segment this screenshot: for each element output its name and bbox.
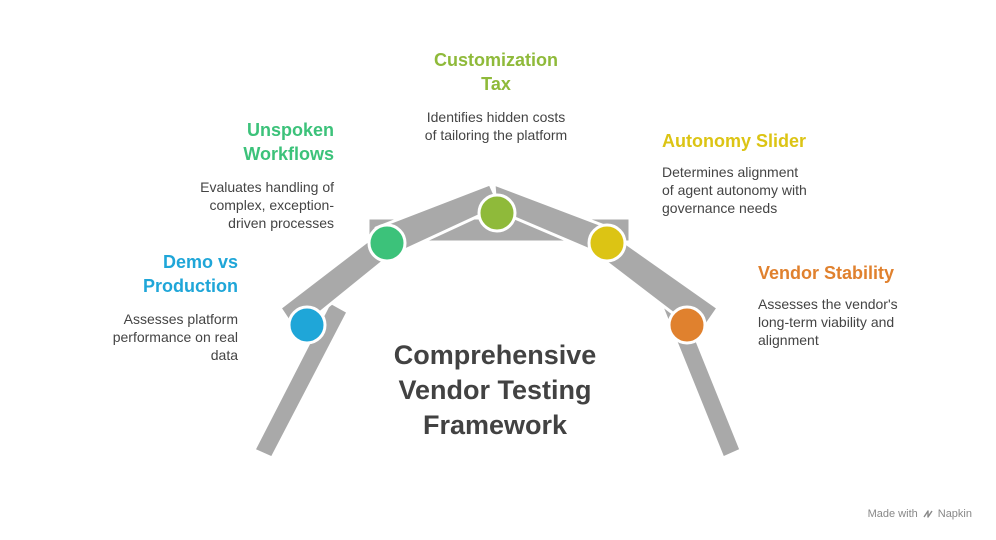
node-circles [287, 193, 707, 345]
node-vendor-stability [667, 305, 707, 345]
footer-brand: Napkin [937, 508, 972, 520]
title-autonomy-slider: Autonomy Slider [662, 131, 807, 151]
node-demo-vs-production [287, 305, 327, 345]
node-autonomy-slider [587, 223, 627, 263]
node-unspoken-workflows [367, 223, 407, 263]
title-vendor-stability: Vendor Stability [758, 263, 895, 283]
beam-left-leg [252, 300, 350, 460]
footer-text: Made with [867, 508, 918, 520]
napkin-logo-icon [923, 510, 933, 518]
node-customization-tax [477, 193, 517, 233]
footer-attribution: Made with Napkin [868, 508, 972, 520]
